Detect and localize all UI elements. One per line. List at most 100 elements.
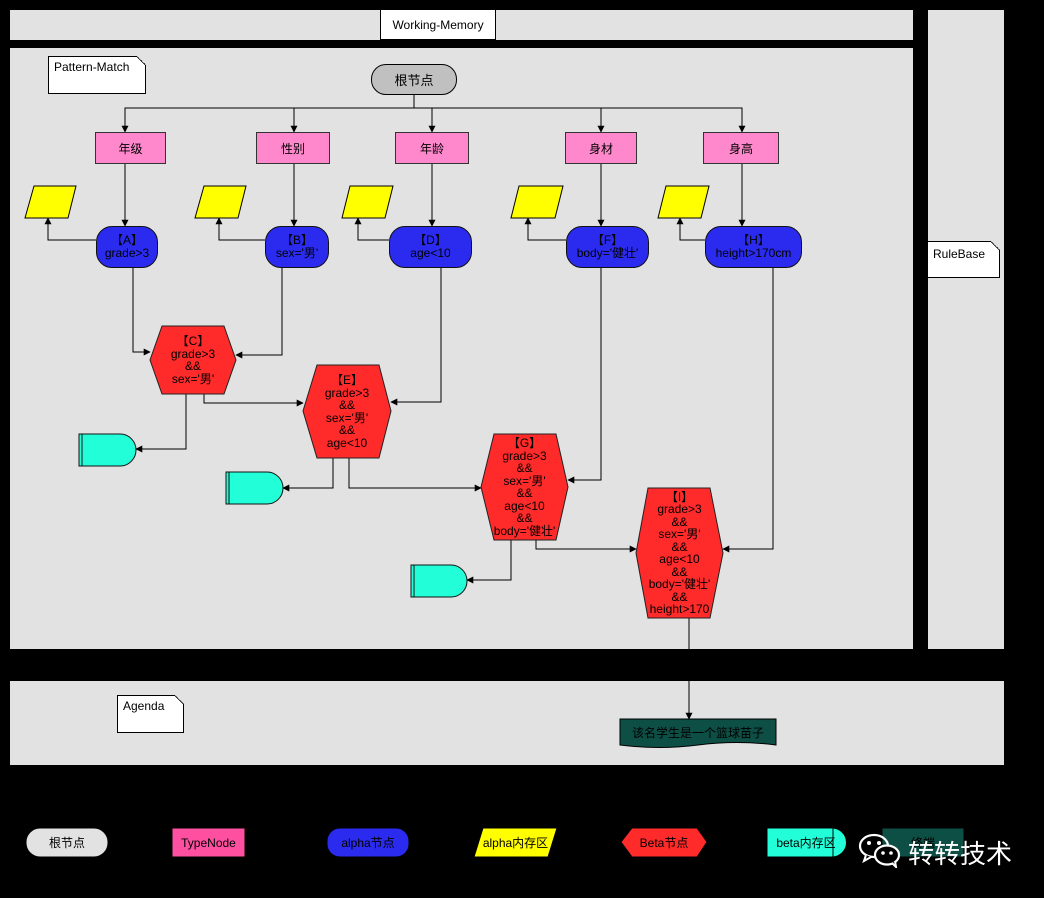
beta-hex-I	[635, 487, 724, 619]
edge-F-memory	[524, 217, 566, 241]
agenda-note: Agenda	[117, 695, 184, 733]
beta-memory-G	[410, 564, 468, 598]
edge-E-G	[348, 458, 482, 492]
beta-line: grade>3	[502, 448, 547, 463]
legend-terminal-label: 终端	[910, 836, 935, 850]
beta-line: sex='男'	[171, 371, 215, 386]
beta-line: height>170	[649, 602, 710, 616]
beta-node-id: 【E】	[330, 373, 363, 387]
alpha-node-cond: sex='男'	[275, 246, 319, 260]
agenda-action-shape	[619, 718, 777, 748]
beta-line: grade>3	[324, 385, 370, 400]
edge-root-age	[414, 107, 436, 133]
edge-root-height	[414, 107, 746, 133]
root-node: 根节点	[371, 64, 457, 95]
beta-node-id: 【C】	[176, 334, 210, 348]
beta-line: sex='男'	[325, 410, 369, 425]
legend-beta-memory-label: beta内存区	[776, 836, 836, 850]
edge-root-sex	[290, 107, 414, 133]
legend-root-label: 根节点	[48, 836, 85, 850]
rulebase-note: RuleBase	[927, 241, 1000, 278]
type-node-age: 年龄	[395, 132, 469, 164]
alpha-node-id: 【F】	[591, 233, 624, 247]
legend-beta-shape	[620, 827, 708, 858]
alpha-node-F: 【F】body='健壮'	[566, 226, 649, 268]
beta-line: sex='男'	[503, 473, 546, 488]
alpha-node-cond: body='健壮'	[576, 246, 639, 260]
alpha-node-id: 【A】	[110, 233, 143, 247]
edge-G-I	[535, 540, 637, 553]
beta-line: grade>3	[657, 502, 702, 516]
legend-alpha-memory-shape	[473, 827, 558, 858]
alpha-memory-A	[24, 185, 77, 219]
watermark-text: 转转技术	[908, 840, 1013, 870]
legend-typenode-shape	[171, 827, 246, 858]
beta-line: age<10	[326, 435, 368, 450]
beta-node-id: 【I】	[665, 489, 694, 504]
alpha-memory-F	[510, 185, 564, 219]
edge-H-memory	[676, 217, 705, 241]
beta-hex-E	[302, 364, 392, 459]
beta-line: &&	[516, 486, 533, 500]
beta-hex-C	[149, 325, 237, 395]
alpha-memory-D	[341, 185, 394, 219]
beta-node-C: 【C】 grade>3 && sex='男'	[150, 326, 236, 394]
beta-line: &&	[184, 359, 201, 373]
edge-D-E	[390, 268, 442, 406]
type-node-sex: 性别	[256, 132, 330, 164]
beta-line: body='健壮'	[493, 523, 556, 538]
alpha-node-B: 【B】sex='男'	[265, 226, 329, 268]
beta-line: &&	[338, 423, 355, 437]
beta-line: &&	[516, 461, 533, 475]
beta-node-I: 【I】 grade>3 && sex='男' && age<10 && body…	[636, 488, 723, 618]
beta-memory-C	[78, 433, 137, 467]
legend-alpha-memory-label: alpha内存区	[482, 836, 549, 850]
beta-line: &&	[671, 514, 688, 529]
beta-line: sex='男'	[658, 527, 701, 541]
alpha-memory-H	[657, 185, 710, 219]
beta-line: &&	[671, 589, 688, 604]
beta-node-id: 【G】	[507, 436, 542, 450]
edge-B-C	[235, 268, 283, 359]
beta-line: &&	[671, 564, 688, 579]
beta-memory-E	[225, 471, 284, 505]
wechat-icon	[858, 833, 901, 868]
beta-hex-G	[480, 433, 569, 541]
beta-line: &&	[516, 511, 533, 525]
type-node-height: 身高	[703, 132, 779, 164]
legend-alpha-shape	[326, 827, 410, 858]
alpha-node-cond: grade>3	[104, 246, 150, 260]
edge-G-memory	[466, 540, 512, 584]
alpha-node-cond: age<10	[410, 246, 451, 260]
edge-C-memory	[135, 394, 187, 453]
edge-C-E	[203, 394, 304, 407]
edge-A-C	[132, 268, 151, 356]
beta-line: age<10	[504, 498, 545, 513]
beta-node-G: 【G】 grade>3 && sex='男' && age<10 && body…	[481, 434, 568, 540]
edge-A-memory	[44, 217, 96, 241]
beta-node-E: 【E】 grade>3 && sex='男' && age<10	[303, 365, 391, 458]
rulebase-panel	[928, 10, 1004, 649]
legend-root-shape	[25, 827, 109, 858]
type-node-body: 身材	[565, 132, 637, 164]
beta-line: grade>3	[170, 346, 216, 361]
edge-H-I	[722, 268, 774, 553]
alpha-node-cond: height>170cm	[715, 246, 792, 260]
edge-root-body	[414, 107, 605, 133]
edge-D-memory	[354, 217, 389, 241]
alpha-node-H: 【H】height>170cm	[705, 226, 802, 268]
beta-line: body='健壮'	[648, 577, 711, 591]
beta-line: &&	[671, 539, 688, 554]
agenda-action-label: 该名学生是一个篮球苗子	[631, 725, 764, 740]
edge-root-grade	[121, 107, 414, 133]
legend-typenode-label: TypeNode	[181, 835, 236, 850]
working-memory-label: Working-Memory	[380, 9, 496, 40]
beta-line: &&	[338, 398, 355, 412]
alpha-memory-B	[194, 185, 247, 219]
alpha-node-id: 【D】	[414, 233, 447, 247]
type-node-grade: 年级	[95, 132, 166, 164]
alpha-node-D: 【D】age<10	[389, 226, 472, 268]
watermark: 转转技术	[858, 832, 1018, 872]
edge-B-memory	[215, 217, 265, 241]
